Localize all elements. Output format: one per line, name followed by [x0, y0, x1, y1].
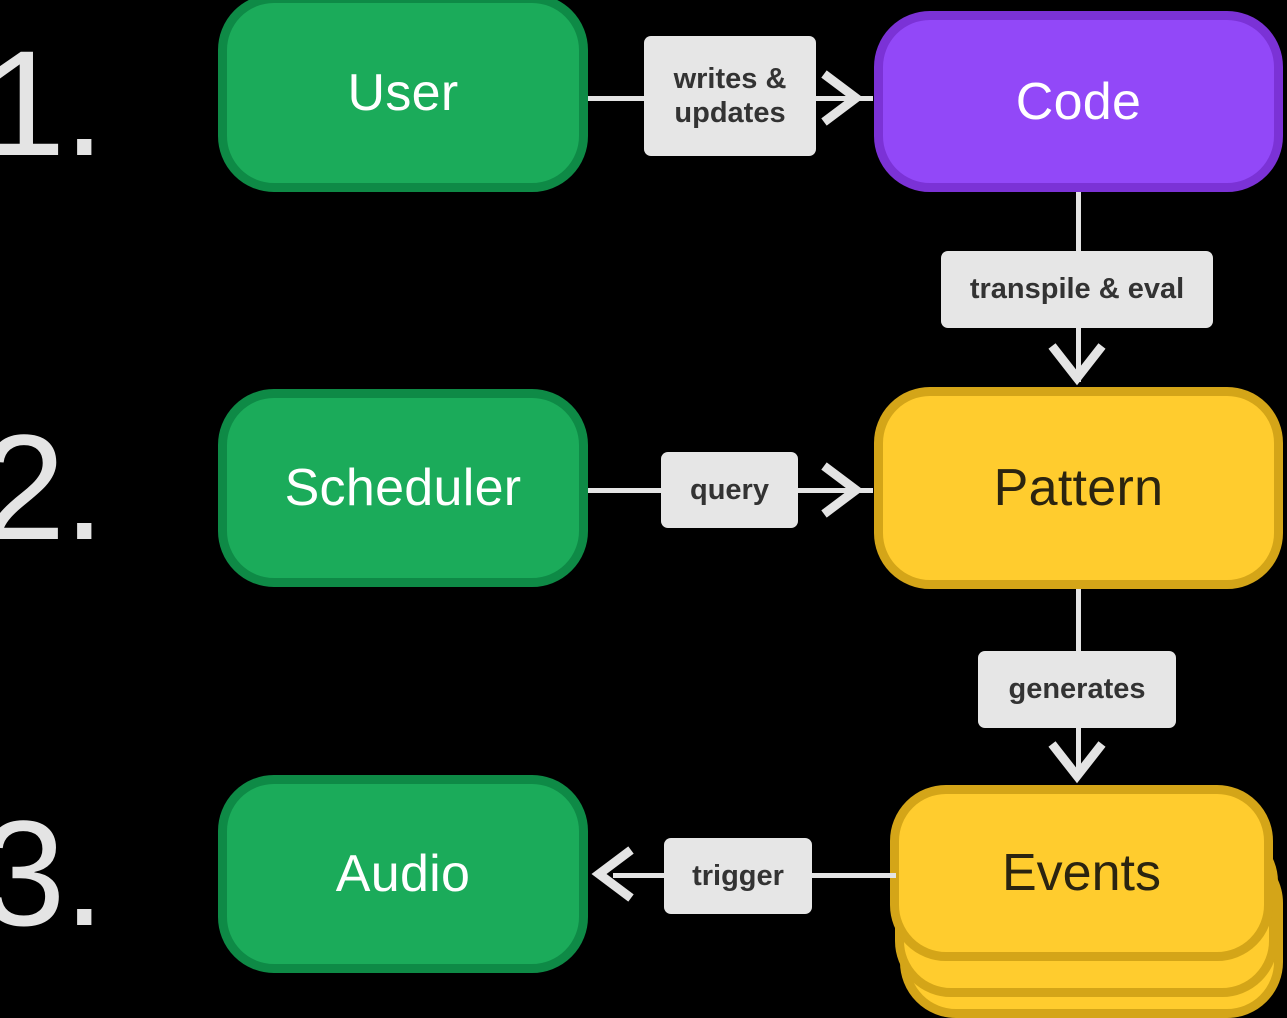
step-number-1: 1. [0, 19, 105, 187]
node-code[interactable]: Code [874, 11, 1283, 192]
edge-label-writes-updates: writes & updates [644, 36, 816, 156]
node-scheduler[interactable]: Scheduler [218, 389, 588, 587]
node-code-label: Code [1015, 72, 1142, 131]
edge-label-query: query [661, 452, 798, 528]
node-events-label: Events [1002, 844, 1161, 902]
arrowhead-pattern-events [1048, 741, 1106, 784]
node-audio[interactable]: Audio [218, 775, 588, 973]
arrowhead-user-code [821, 70, 864, 126]
node-scheduler-label: Scheduler [284, 459, 522, 517]
edge-label-transpile-eval: transpile & eval [941, 251, 1213, 328]
node-user-label: User [347, 64, 459, 122]
node-audio-label: Audio [335, 845, 471, 903]
node-user[interactable]: User [218, 0, 588, 192]
node-events-face: Events [890, 785, 1273, 961]
edge-label-generates: generates [978, 651, 1176, 728]
arrowhead-code-pattern [1048, 343, 1106, 386]
node-pattern-label: Pattern [993, 459, 1164, 517]
arrowhead-events-audio [591, 846, 634, 902]
edge-label-trigger: trigger [664, 838, 812, 914]
node-events[interactable]: Events [890, 785, 1283, 1018]
step-number-2: 2. [0, 403, 105, 571]
step-number-3: 3. [0, 789, 105, 957]
node-pattern[interactable]: Pattern [874, 387, 1283, 589]
arrowhead-scheduler-pattern [821, 462, 864, 518]
